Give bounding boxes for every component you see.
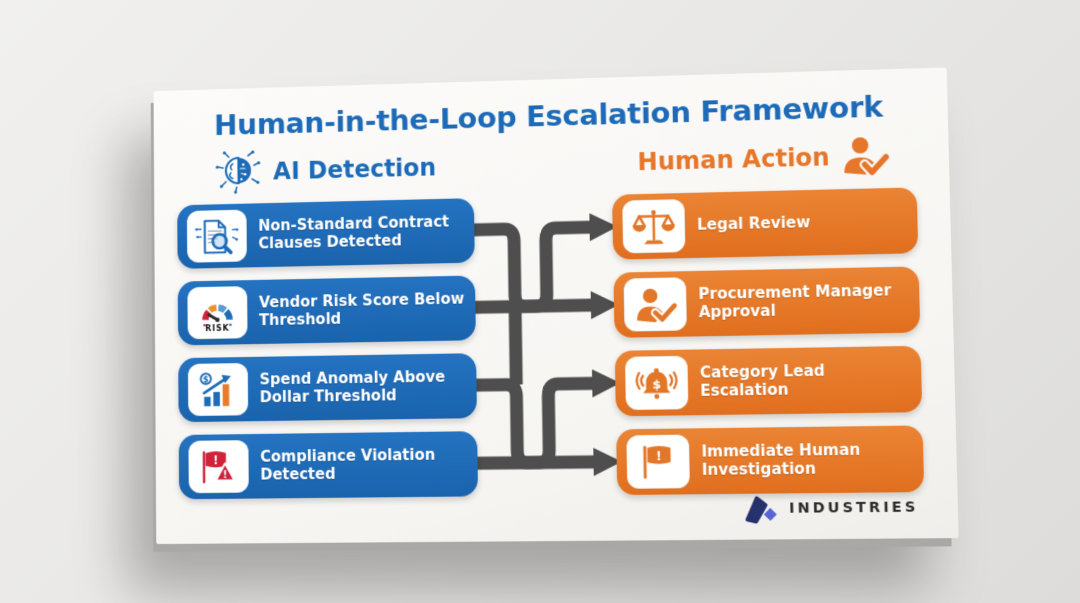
spend-chart-icon: $ [187,362,249,417]
detection-label: Vendor Risk Score Below Threshold [258,289,465,329]
column-headers: AI Detection Human Action [177,129,925,200]
action-box-procurement: Procurement Manager Approval [613,266,921,338]
ai-detection-label: AI Detection [272,153,437,186]
action-box-investigation: ! Immediate Human Investigation [616,425,925,496]
detection-column: Non-Standard Contract Clauses Detected [177,198,479,500]
svg-text:!: ! [656,448,662,462]
svg-text:!: ! [223,468,228,480]
brand-name: INDUSTRIES [789,499,919,517]
detection-label: Spend Anomaly Above Dollar Threshold [259,367,446,406]
approval-person-icon [623,277,687,332]
action-column: Legal Review Procurement Manager Approva… [612,187,925,496]
human-action-label: Human Action [637,143,830,177]
warning-flag-icon: ! ! [188,440,249,494]
document-search-icon [186,209,247,263]
brand-logo-icon [742,490,782,527]
human-action-icon [839,134,889,180]
detection-label: Compliance Violation Detected [260,445,436,484]
action-box-category: $ Category Lead Escalation [614,345,923,417]
action-box-legal: Legal Review [612,187,919,260]
ai-detection-header: AI Detection [177,144,474,197]
detection-box-risk: RISK Vendor Risk Score Below Threshold [177,275,476,346]
detection-box-spend: $ Spend Anomaly Above Dollar Threshold [178,353,477,423]
risk-gauge-icon: RISK [187,286,248,340]
svg-text:$: $ [652,377,661,391]
scales-icon [622,199,686,254]
action-label: Legal Review [696,212,811,234]
human-action-header: Human Action [611,133,916,185]
flow-rows: Non-Standard Contract Clauses Detected [177,187,932,500]
investigation-flag-icon: ! [626,434,690,489]
detection-box-contract: Non-Standard Contract Clauses Detected [177,198,475,269]
action-label: Procurement Manager Approval [698,281,892,321]
ai-brain-icon [213,149,263,195]
brand-footer: INDUSTRIES [742,489,919,527]
svg-text:RISK: RISK [205,323,229,332]
detection-box-compliance: ! ! Compliance Violation Detected [178,431,479,500]
detection-label: Non-Standard Contract Clauses Detected [258,212,450,252]
alert-bell-icon: $ [624,355,689,411]
svg-text:!: ! [213,452,218,466]
svg-text:$: $ [203,374,209,384]
escalation-arrows [464,212,622,477]
action-label: Immediate Human Investigation [701,440,861,479]
action-label: Category Lead Escalation [699,361,826,400]
framework-card: Human-in-the-Loop Escalation Framework [153,67,959,545]
